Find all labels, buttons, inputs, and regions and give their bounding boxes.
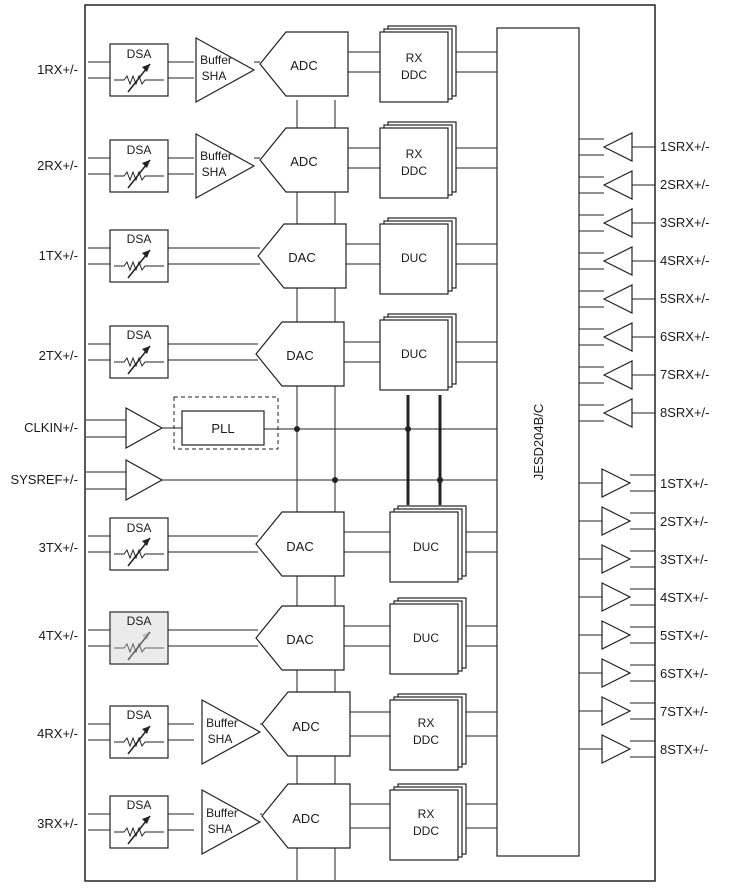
dsa-label: DSA (127, 521, 152, 535)
adc-label: ADC (290, 154, 317, 169)
duc-label: DUC (401, 347, 427, 361)
buffer-label: Buffer (206, 716, 238, 730)
channel-2rx: 2RX+/- DSA Buffer SHA ADC RX DDC (37, 121, 497, 199)
clkin-buffer (125, 406, 164, 450)
jesd-label: JESD204B/C (531, 404, 546, 481)
lane-8srx: 8SRX+/- (660, 405, 710, 420)
channel-4tx: 4TX+/- DSA DAC DUC (39, 597, 497, 675)
rx-label: RX (418, 716, 435, 730)
channel-1rx: 1RX+/- DSA Buffer SHA ADC RX DDC (37, 25, 497, 103)
ddc-label: DDC (401, 68, 427, 82)
lane-4srx: 4SRX+/- (660, 253, 710, 268)
lane-1srx: 1SRX+/- (660, 139, 710, 154)
channel-3tx: 3TX+/- DSA DAC DUC (39, 505, 497, 583)
sysref-row: SYSREF+/- (10, 458, 497, 502)
ddc-label: DDC (413, 824, 439, 838)
lane-6srx: 6SRX+/- (660, 329, 710, 344)
dac-label: DAC (286, 632, 313, 647)
jesd-block (496, 27, 580, 857)
port-label-1tx: 1TX+/- (39, 248, 78, 263)
dsa-label: DSA (127, 328, 152, 342)
channel-2tx: 2TX+/- DSA DAC DUC (39, 313, 497, 391)
duc-label: DUC (413, 631, 439, 645)
port-label-3rx: 3RX+/- (37, 816, 78, 831)
port-label-4tx: 4TX+/- (39, 628, 78, 643)
ddc-label: DDC (401, 164, 427, 178)
lane-2srx: 2SRX+/- (660, 177, 710, 192)
channel-4rx: 4RX+/- DSA Buffer SHA ADC RX DDC (37, 691, 497, 771)
rx-label: RX (406, 147, 423, 161)
channel-1tx: 1TX+/- DSA DAC DUC (39, 217, 497, 295)
port-label-2rx: 2RX+/- (37, 158, 78, 173)
lane-2stx: 2STX+/- (660, 514, 708, 529)
dsa-label: DSA (127, 798, 152, 812)
buffer-label: Buffer (200, 53, 232, 67)
lane-3stx: 3STX+/- (660, 552, 708, 567)
dac-label: DAC (286, 539, 313, 554)
lane-3srx: 3SRX+/- (660, 215, 710, 230)
sha-label: SHA (202, 69, 227, 83)
port-label-3tx: 3TX+/- (39, 540, 78, 555)
stx-lanes: 1STX+/- 2STX+/- 3STX+/- 4STX+/- 5STX+/- … (579, 468, 708, 764)
dsa-label: DSA (127, 232, 152, 246)
lane-6stx: 6STX+/- (660, 666, 708, 681)
duc-label: DUC (413, 540, 439, 554)
ddc-label: DDC (413, 733, 439, 747)
channel-3rx: 3RX+/- DSA Buffer SHA ADC RX DDC (37, 783, 497, 861)
sysref-buffer (125, 458, 164, 502)
lane-7stx: 7STX+/- (660, 704, 708, 719)
sha-label: SHA (208, 732, 233, 746)
lane-5stx: 5STX+/- (660, 628, 708, 643)
dsa-label: DSA (127, 614, 152, 628)
port-label-clkin: CLKIN+/- (24, 420, 78, 435)
lane-4stx: 4STX+/- (660, 590, 708, 605)
dsa-label: DSA (127, 47, 152, 61)
dac-label: DAC (288, 250, 315, 265)
lane-8stx: 8STX+/- (660, 742, 708, 757)
rx-label: RX (418, 807, 435, 821)
buffer-label: Buffer (200, 149, 232, 163)
buffer-label: Buffer (206, 806, 238, 820)
port-label-2tx: 2TX+/- (39, 348, 78, 363)
lane-7srx: 7SRX+/- (660, 367, 710, 382)
port-label-sysref: SYSREF+/- (10, 472, 78, 487)
clkin-row: CLKIN+/- PLL (24, 396, 497, 450)
port-label-1rx: 1RX+/- (37, 62, 78, 77)
dac-label: DAC (286, 348, 313, 363)
pll-block (181, 410, 265, 446)
sha-label: SHA (208, 822, 233, 836)
pll-label: PLL (211, 421, 234, 436)
dsa-label: DSA (127, 143, 152, 157)
pll-dashed-box (173, 396, 279, 450)
lane-1stx: 1STX+/- (660, 476, 708, 491)
adc-label: ADC (292, 719, 319, 734)
srx-lanes: 1SRX+/- 2SRX+/- 3SRX+/- 4SRX+/- 5SRX+/- … (579, 132, 710, 428)
adc-label: ADC (292, 811, 319, 826)
port-label-4rx: 4RX+/- (37, 726, 78, 741)
dsa-disabled-shade (111, 613, 167, 663)
lane-5srx: 5SRX+/- (660, 291, 710, 306)
adc-label: ADC (290, 58, 317, 73)
rx-label: RX (406, 51, 423, 65)
sha-label: SHA (202, 165, 227, 179)
chip-outline (84, 4, 656, 882)
duc-label: DUC (401, 251, 427, 265)
dsa-label: DSA (127, 708, 152, 722)
